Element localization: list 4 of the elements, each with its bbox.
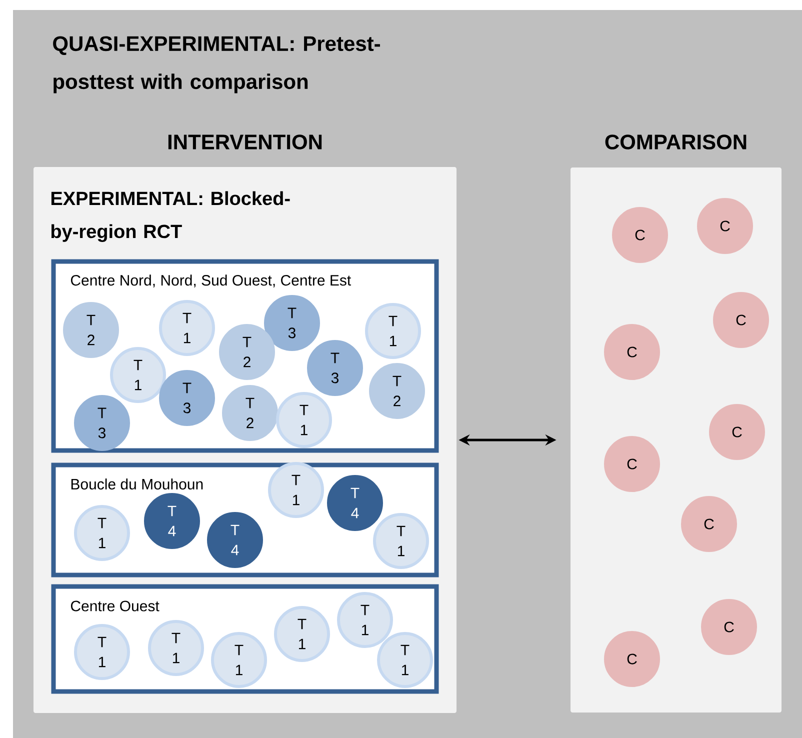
panel-heading: INTERVENTION bbox=[168, 134, 322, 150]
panel-title: EXPERIMENTAL: Blocked-by-region RCT bbox=[51, 191, 290, 242]
diagram-title: QUASI-EXPERIMENTAL: Pretest-posttest with comparison bbox=[53, 36, 380, 94]
panel-heading: COMPARISON bbox=[605, 134, 746, 150]
